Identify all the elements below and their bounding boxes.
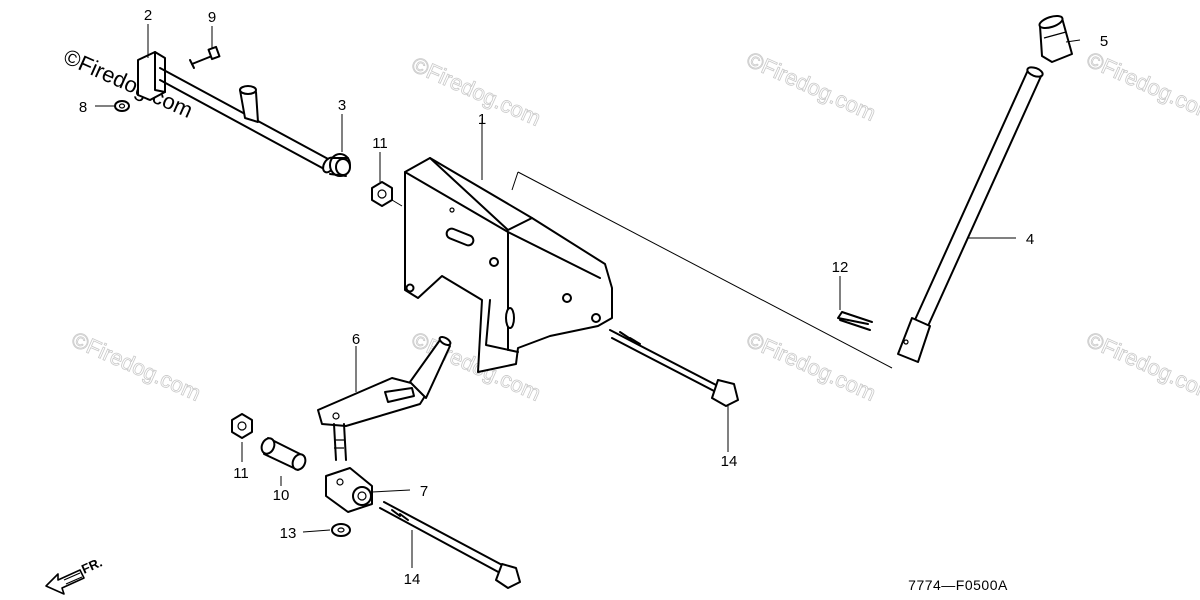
diagram-code: 7774—F0500A <box>908 577 1008 593</box>
callout-11-lower: 11 <box>233 465 249 482</box>
front-indicator: FR. <box>45 555 104 595</box>
callout-5: 5 <box>1100 33 1108 50</box>
watermark: ©Firedog.com <box>1083 47 1200 126</box>
washer-13 <box>331 523 351 537</box>
callout-6: 6 <box>352 331 360 348</box>
arm-6 <box>317 336 452 461</box>
callout-4: 4 <box>1026 231 1034 248</box>
assembly-line <box>511 171 519 191</box>
callout-7: 7 <box>420 483 428 500</box>
bushing-3 <box>329 153 351 177</box>
clip-pin-12 <box>837 311 873 331</box>
callout-leaders <box>95 24 1081 568</box>
spacer-10 <box>260 437 307 471</box>
callout-9: 9 <box>208 9 216 26</box>
callout-12: 12 <box>832 259 849 276</box>
watermark: ©Firedog.com <box>743 47 880 126</box>
watermark: ©Firedog.com <box>1083 327 1200 406</box>
callouts: 2 9 8 3 11 1 5 4 12 6 7 11 10 13 14 14 <box>79 7 1108 588</box>
assembly-line <box>517 171 893 369</box>
nut-11-upper <box>371 181 403 207</box>
knob-5 <box>1038 14 1073 63</box>
joint-7 <box>325 467 373 513</box>
bracket-1 <box>404 157 613 373</box>
watermark: ©Firedog.com <box>68 327 205 406</box>
callout-3: 3 <box>338 97 346 114</box>
bolt-9 <box>189 45 221 69</box>
callout-1: 1 <box>478 111 486 128</box>
callout-14-lower: 14 <box>404 571 421 588</box>
front-label: FR. <box>79 555 104 577</box>
callout-2: 2 <box>144 7 152 24</box>
callout-14-upper: 14 <box>721 453 738 470</box>
callout-10: 10 <box>273 487 290 504</box>
callout-8: 8 <box>79 99 87 116</box>
callout-13: 13 <box>280 525 297 542</box>
washer-8 <box>114 100 130 112</box>
bolt-14-upper <box>609 329 739 407</box>
bolt-14-lower <box>379 501 521 589</box>
lever-4 <box>897 66 1044 363</box>
nut-11-lower <box>231 413 253 439</box>
callout-11-upper: 11 <box>372 135 388 152</box>
watermark: ©Firedog.com <box>408 52 545 131</box>
watermark: ©Firedog.com <box>743 327 880 406</box>
